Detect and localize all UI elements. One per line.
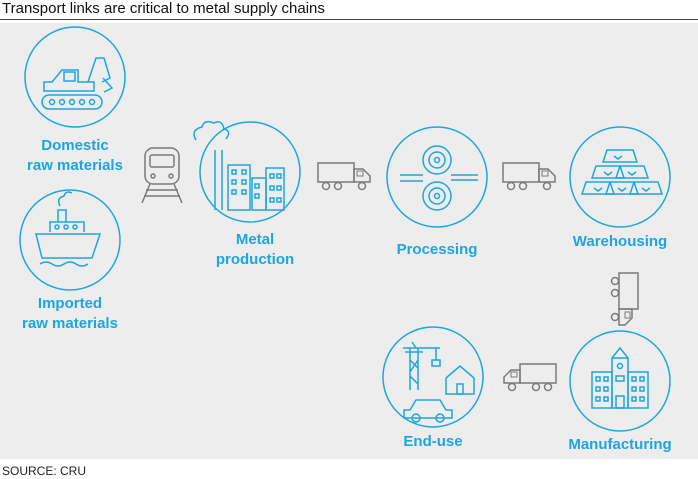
truck-icon — [503, 363, 557, 392]
rolling-mill-icon — [400, 145, 478, 211]
manufacturing-label: Manufacturing — [568, 436, 672, 453]
imported-node — [19, 189, 121, 291]
metal-ingots-icon — [580, 149, 664, 195]
truck-icon — [502, 162, 556, 191]
crane-house-car-icon — [403, 341, 475, 423]
processing-node — [386, 126, 488, 228]
truck-icon — [610, 272, 639, 326]
enduse-node — [382, 326, 484, 428]
building-icon — [591, 346, 649, 409]
train-icon — [141, 147, 183, 204]
truck-icon — [317, 162, 371, 191]
processing-label: Processing — [396, 241, 478, 258]
domestic-node — [24, 26, 126, 128]
enduse-label: End-use — [403, 433, 463, 450]
imported-label: Imported raw materials — [22, 295, 118, 332]
source-note: SOURCE: CRU — [2, 464, 87, 478]
diagram-panel — [0, 23, 698, 459]
manufacturing-node — [569, 330, 671, 432]
metal-node — [193, 120, 301, 223]
warehousing-node — [569, 126, 671, 228]
warehousing-label: Warehousing — [572, 233, 668, 250]
domestic-label: Domestic raw materials — [27, 137, 123, 174]
ship-icon — [35, 191, 102, 267]
excavator-icon — [41, 57, 114, 110]
title-divider — [0, 19, 698, 20]
factory-icon — [193, 120, 285, 211]
chart-title: Transport links are critical to metal su… — [2, 0, 325, 17]
metal-label: Metal production — [215, 231, 295, 268]
